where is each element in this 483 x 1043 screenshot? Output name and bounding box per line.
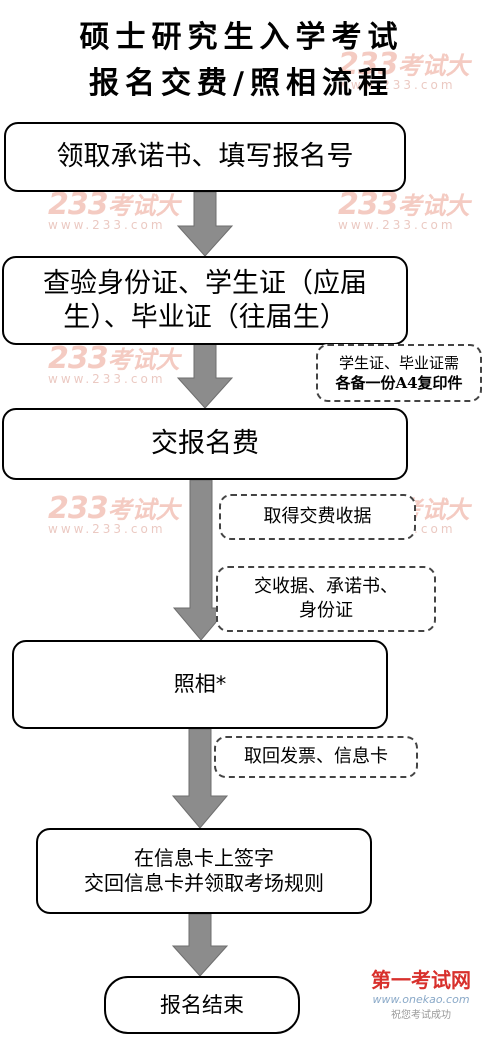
page-subtitle: 报名交费/照相流程 [89,66,394,101]
arrow-down-icon [176,191,234,257]
step-box-id-check: 查验身份证、学生证（应届生）、毕业证（往届生） [2,256,408,345]
step-box-end: 报名结束 [104,976,300,1034]
arrow-down-icon [172,479,230,641]
note-copies: 学生证、毕业证需 各备一份A4复印件 [316,344,482,402]
step-box-pledge: 领取承诺书、填写报名号 [4,122,406,192]
note-receipt: 取得交费收据 [219,494,416,540]
note-invoice: 取回发票、信息卡 [214,736,418,778]
arrow-down-icon [171,913,229,977]
step-box-sign-card: 在信息卡上签字 交回信息卡并领取考场规则 [36,828,372,914]
arrow-down-icon [171,728,229,829]
step-box-pay-fee: 交报名费 [2,408,408,480]
step-box-photo: 照相* [12,640,388,729]
arrow-down-icon [176,343,234,409]
onekao-logo: 第一考试网 www.onekao.com 祝您考试成功 [371,968,471,1021]
page-title: 硕士研究生入学考试 [79,20,404,55]
note-submit-docs: 交收据、承诺书、 身份证 [216,566,436,632]
